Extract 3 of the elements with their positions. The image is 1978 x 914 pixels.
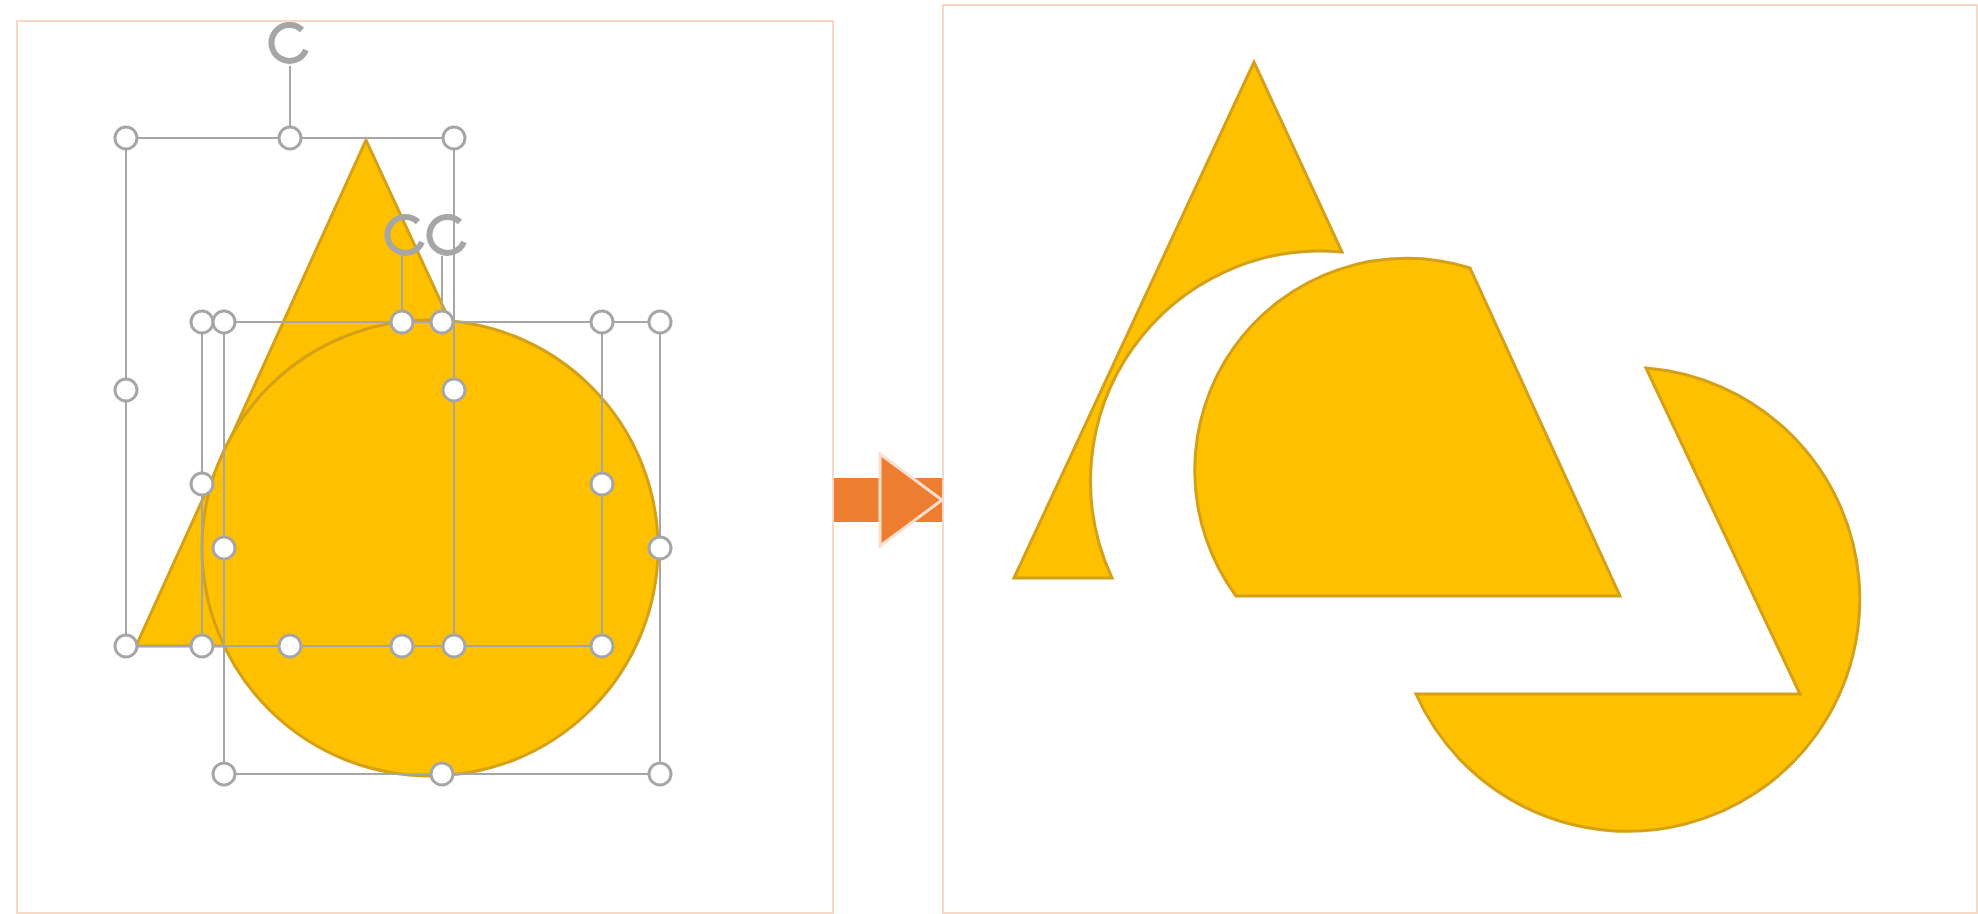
block-arrow [834, 452, 944, 548]
slide-panel [942, 4, 1978, 914]
slide-panel [16, 20, 834, 914]
